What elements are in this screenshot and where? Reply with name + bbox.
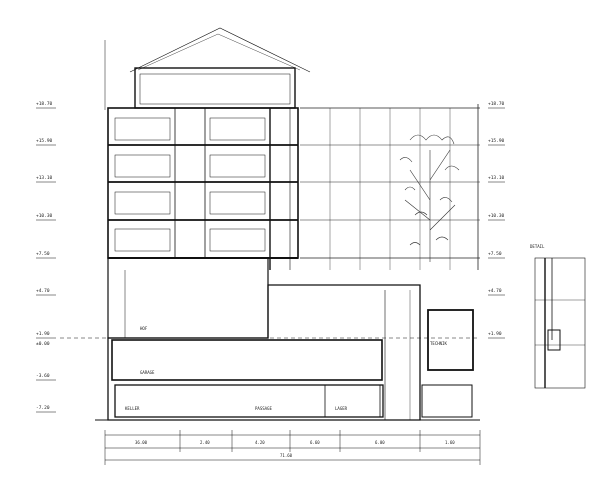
- room-label: TECHNIK: [430, 341, 447, 346]
- detail-section: [534, 257, 586, 389]
- right-level-labels: +18.70 +15.90 +13.10 +10.30 +7.50 +4.70 …: [488, 101, 505, 337]
- level-label-left: +18.70: [36, 101, 53, 107]
- level-label-right: +7.50: [488, 251, 502, 257]
- level-label-left: -3.60: [36, 373, 50, 379]
- room-label: GARAGE: [140, 370, 155, 375]
- room-label: KELLER: [125, 406, 140, 411]
- left-level-labels: +18.70 +15.90 +13.10 +10.30 +7.50 +4.70 …: [36, 101, 53, 411]
- room-labels: HOF GARAGE TECHNIK LAGER KELLER PASSAGE: [125, 326, 447, 411]
- level-ticks-left: [36, 107, 56, 413]
- level-label-left: +7.50: [36, 251, 50, 257]
- dimension-label: 1.60: [445, 440, 455, 445]
- level-label-right: +15.90: [488, 138, 505, 144]
- dimension-label: 6.60: [310, 440, 320, 445]
- room-label: PASSAGE: [255, 406, 272, 411]
- level-label-left: +1.90: [36, 331, 50, 337]
- level-label-right: +1.90: [488, 331, 502, 337]
- basement: [60, 284, 480, 421]
- detail-title: DETAIL: [530, 244, 545, 249]
- room-label: LAGER: [335, 406, 348, 411]
- level-label-left: +4.70: [36, 288, 50, 294]
- level-label-left: +15.90: [36, 138, 53, 144]
- dimension-label: 6.00: [375, 440, 385, 445]
- dimension-lines: [104, 430, 481, 465]
- level-label-right: +10.30: [488, 213, 505, 219]
- level-label-right: +4.70: [488, 288, 502, 294]
- roof-outline: [104, 27, 311, 110]
- dimension-label: 2.40: [200, 440, 210, 445]
- level-ticks-right: [488, 107, 505, 339]
- courtyard-grid: [300, 104, 480, 270]
- level-label-left: +13.10: [36, 175, 53, 181]
- level-label-left: -7.20: [36, 405, 50, 411]
- dimension-label: 71.60: [280, 453, 293, 458]
- dimension-label: 4.20: [255, 440, 265, 445]
- level-label-left: ±0.00: [36, 341, 50, 347]
- level-label-left: +10.30: [36, 213, 53, 219]
- room-label: HOF: [140, 326, 148, 331]
- dimension-label: 36.00: [135, 440, 148, 445]
- level-label-right: +18.70: [488, 101, 505, 107]
- tree-sketch: [399, 134, 460, 262]
- bottom-dimension-labels: 36.00 2.40 4.20 6.60 71.60 6.00 1.60: [135, 440, 455, 458]
- level-label-right: +13.10: [488, 175, 505, 181]
